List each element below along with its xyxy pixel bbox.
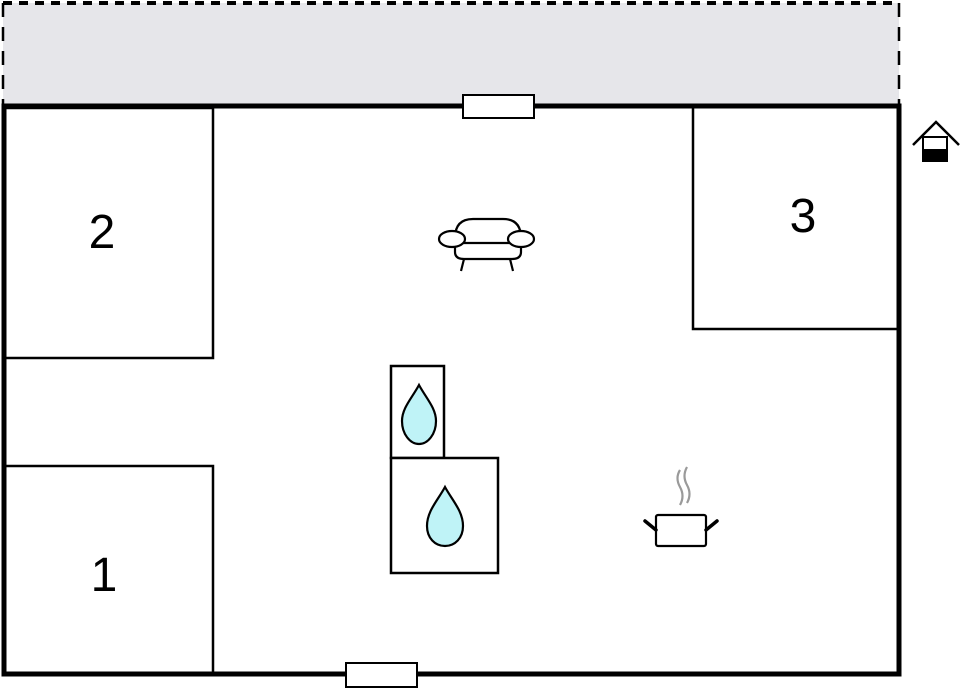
- bottom-window: [345, 662, 418, 688]
- outer-wall: [1, 103, 902, 677]
- room-3: 3: [691, 108, 897, 331]
- top-window: [462, 94, 535, 119]
- sofa-icon: [437, 217, 536, 272]
- room-1: 1: [6, 464, 215, 672]
- water-drop-icon: [400, 382, 438, 446]
- toilet-area: [389, 364, 446, 460]
- water-drop-icon: [425, 484, 465, 548]
- terrace-area: [1, 1, 901, 105]
- room-3-label: 3: [790, 190, 817, 243]
- cooking-pot-icon: [643, 466, 719, 548]
- room-2: 2: [6, 106, 215, 360]
- house-icon: [912, 120, 960, 162]
- room-2-label: 2: [89, 206, 116, 259]
- shower-area: [389, 456, 500, 575]
- room-1-label: 1: [91, 549, 118, 602]
